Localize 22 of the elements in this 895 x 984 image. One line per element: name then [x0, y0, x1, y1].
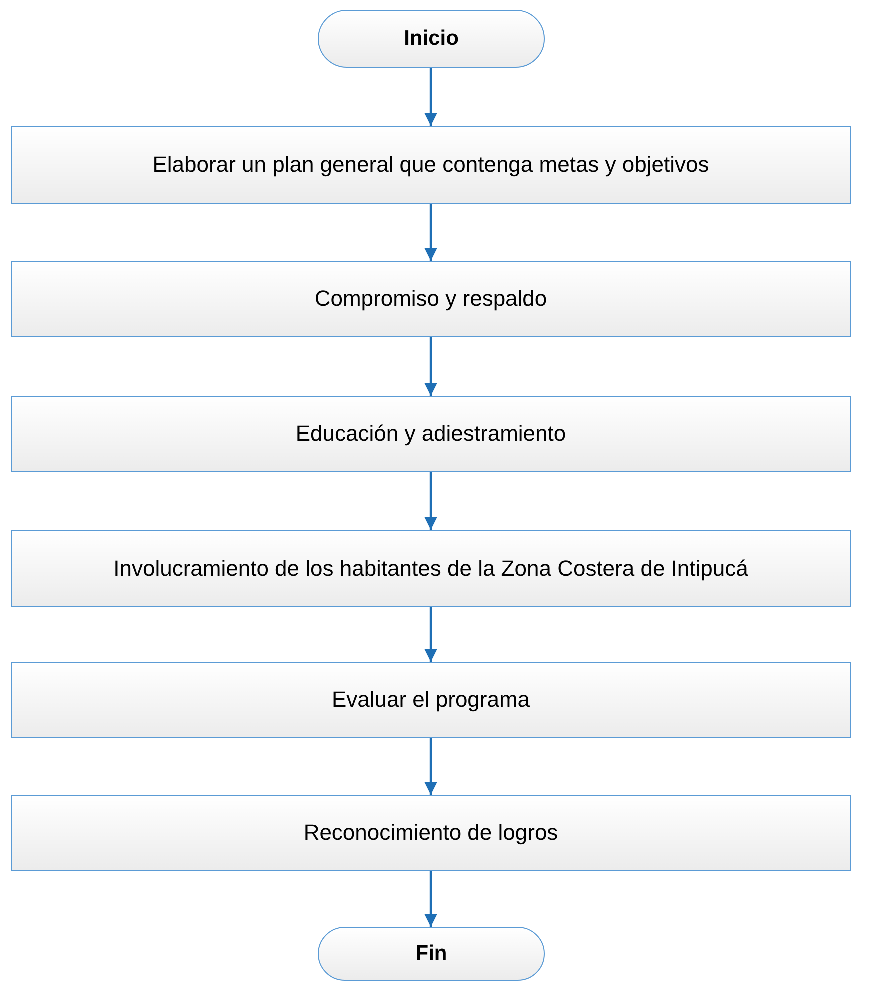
arrow [424, 337, 438, 396]
step-label: Elaborar un plan general que contenga metas y objetivos [152, 152, 710, 178]
step-label: Educación y adiestramiento [296, 421, 566, 447]
step-label: Fin [416, 942, 448, 966]
terminator-shape [318, 927, 545, 981]
arrow [424, 472, 438, 530]
process-box [11, 662, 851, 738]
process-box [11, 530, 851, 607]
process-box [11, 795, 851, 871]
step-label: Evaluar el programa [332, 687, 530, 713]
arrow [424, 871, 438, 927]
step-label: Inicio [404, 27, 459, 51]
arrow [424, 204, 438, 261]
process-box [11, 396, 851, 472]
process-box [11, 126, 851, 204]
arrow [424, 607, 438, 662]
step-label: Compromiso y respaldo [314, 286, 548, 312]
step-label: Involucramiento de los habitantes de la Zona Costera de Intipucá [114, 556, 748, 582]
arrow [424, 68, 438, 126]
process-box [11, 261, 851, 337]
step-label: Reconocimiento de logros [304, 820, 558, 846]
arrow [424, 738, 438, 795]
